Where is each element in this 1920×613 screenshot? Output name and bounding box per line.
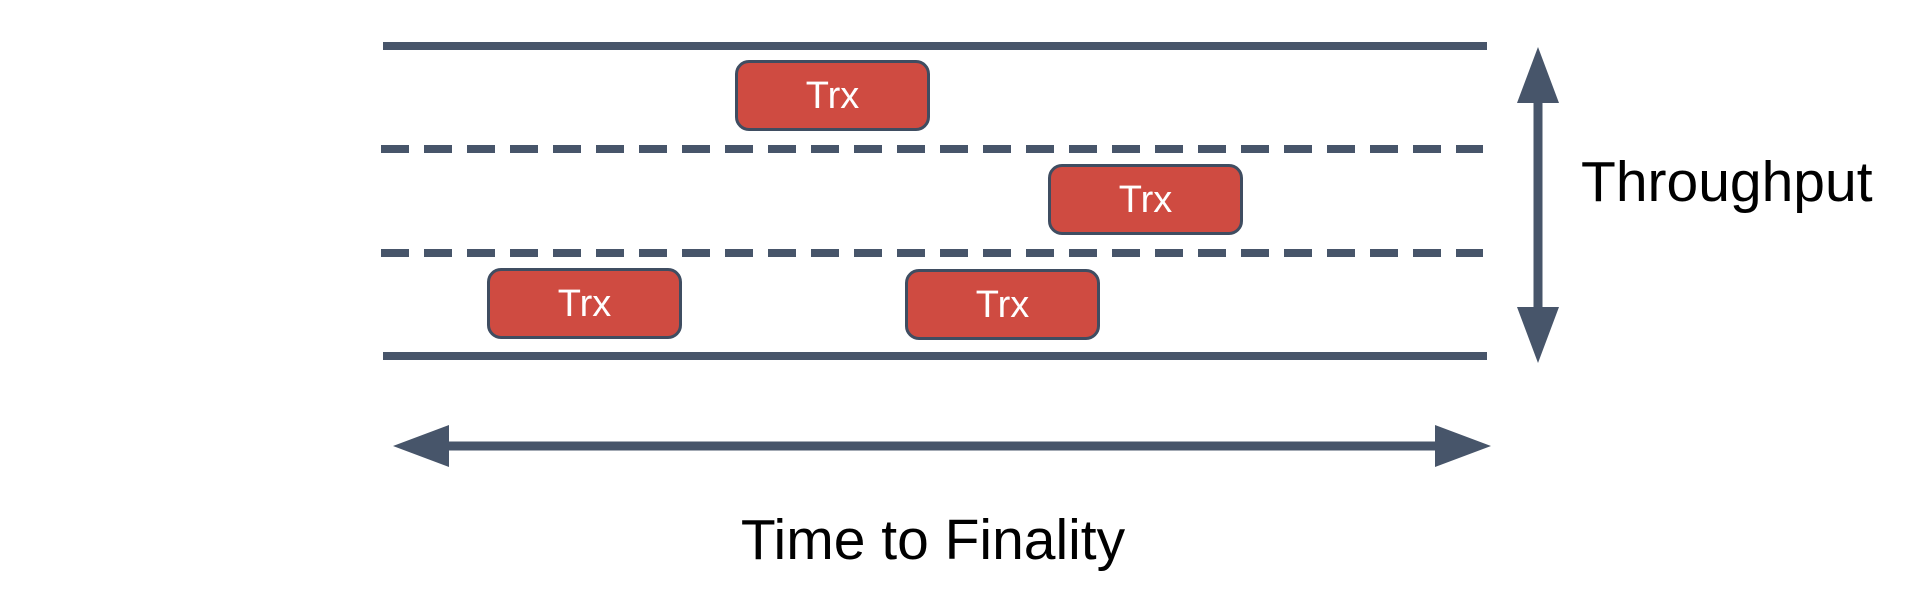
trx-box-label: Trx	[975, 283, 1030, 326]
lane-boundary-top-line	[383, 42, 1487, 50]
double-headed-horizontal-arrow-icon	[393, 425, 1491, 467]
trx-box-label: Trx	[805, 74, 860, 117]
time-to-finality-label: Time to Finality	[740, 508, 1126, 572]
throughput-label: Throughput	[1581, 150, 1873, 214]
trx-box-lane3-right: Trx	[905, 269, 1100, 340]
trx-box-lane2: Trx	[1048, 164, 1243, 235]
double-headed-vertical-arrow-icon	[1517, 47, 1559, 363]
trx-box-lane1: Trx	[735, 60, 930, 131]
trx-box-label: Trx	[1118, 178, 1173, 221]
lane-divider-dashed-line-2	[381, 249, 1483, 257]
lane-boundary-bottom-line	[383, 352, 1487, 360]
lane-divider-dashed-line-1	[381, 145, 1483, 153]
trx-box-lane3-left: Trx	[487, 268, 682, 339]
trx-box-label: Trx	[557, 282, 612, 325]
